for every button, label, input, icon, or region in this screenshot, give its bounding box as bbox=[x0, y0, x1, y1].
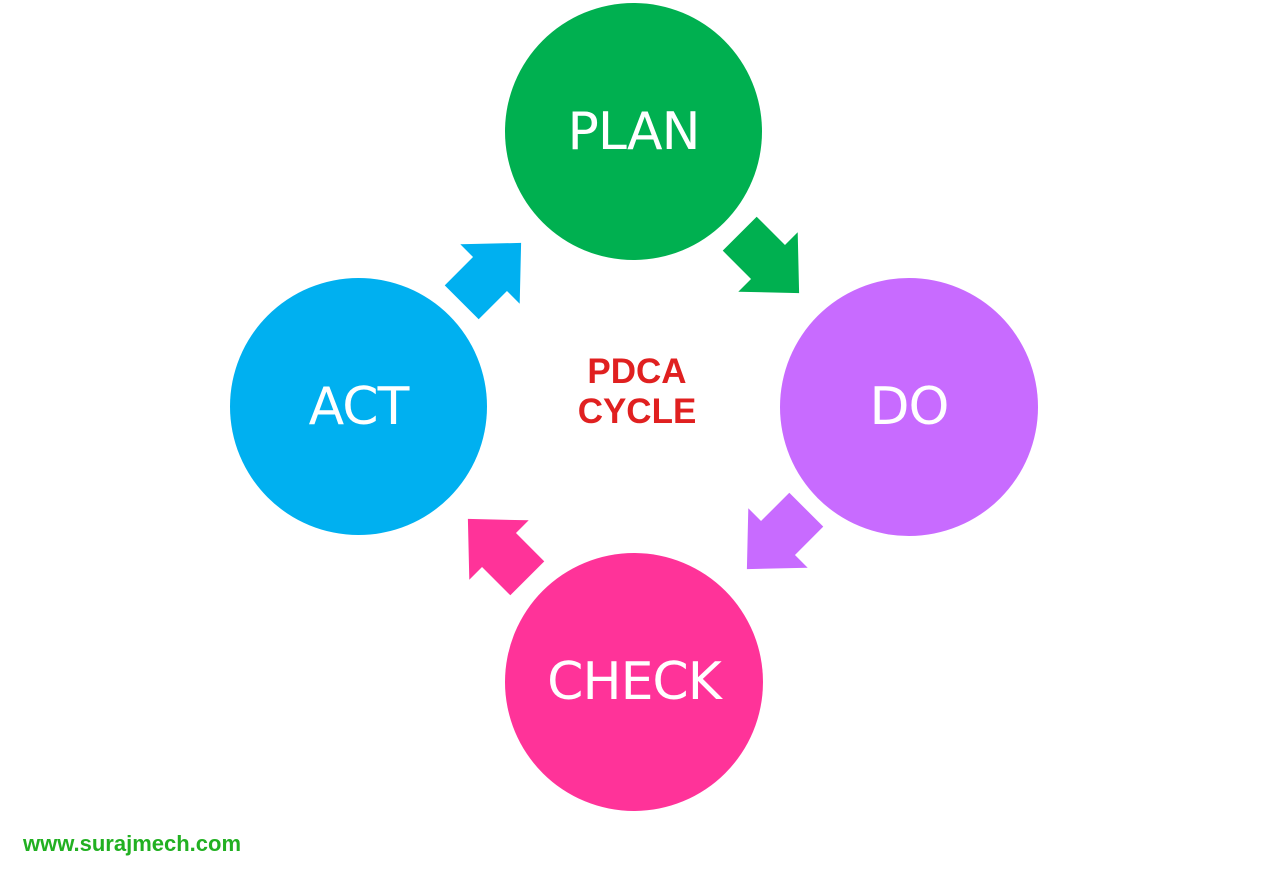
node-do-label: DO bbox=[869, 377, 950, 437]
node-do: DO bbox=[780, 278, 1038, 536]
site-url-watermark: www.surajmech.com bbox=[23, 831, 242, 856]
arrow-act-to-plan-icon bbox=[432, 213, 551, 332]
node-plan: PLAN bbox=[505, 3, 762, 260]
node-plan-label: PLAN bbox=[567, 101, 701, 162]
node-act-label: ACT bbox=[308, 376, 410, 437]
arrow-check-to-act-icon bbox=[438, 489, 557, 608]
node-check-label: CHECK bbox=[547, 652, 722, 712]
arrow-plan-to-do-icon bbox=[710, 204, 829, 323]
center-title-line2: CYCLE bbox=[577, 392, 697, 431]
center-title-line1: PDCA bbox=[587, 352, 687, 391]
node-act: ACT bbox=[230, 278, 487, 535]
diagram-center-title: PDCA CYCLE bbox=[537, 352, 737, 432]
node-check: CHECK bbox=[505, 553, 763, 811]
